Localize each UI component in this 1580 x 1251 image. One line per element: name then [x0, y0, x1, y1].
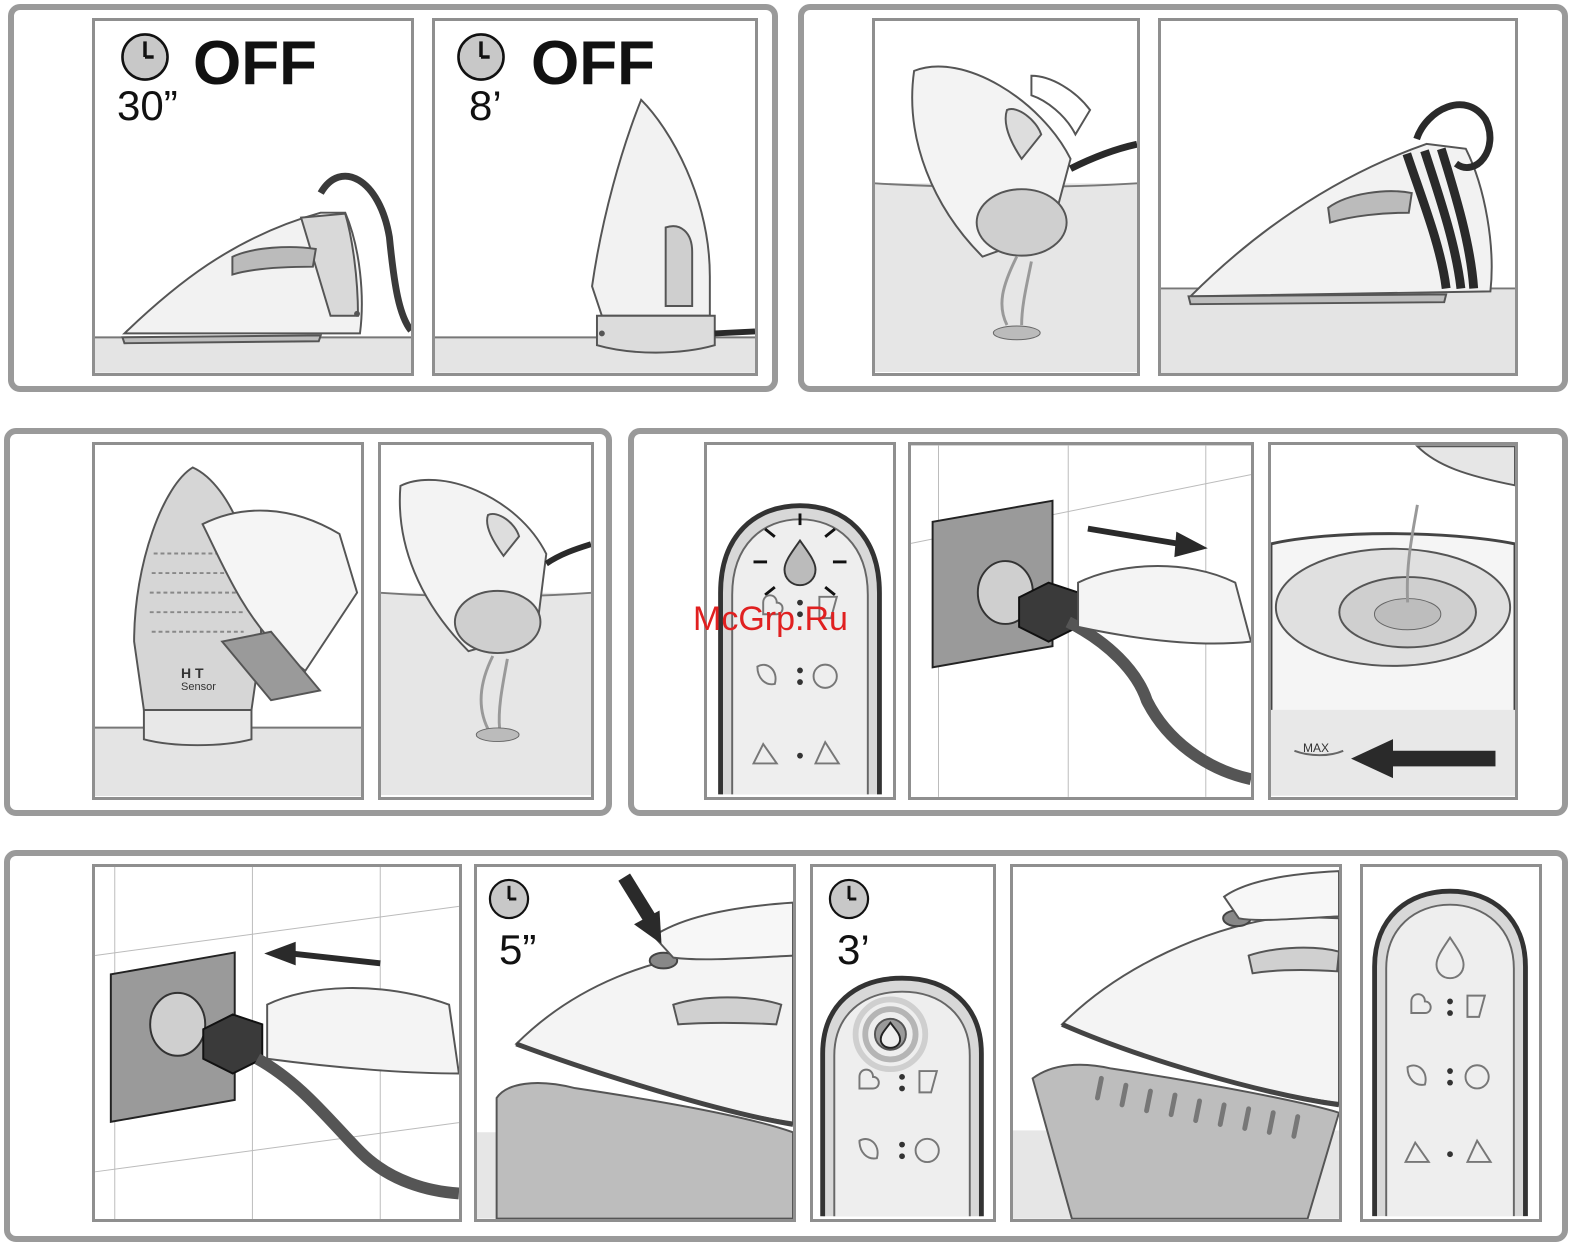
panel-rinse-soleplate: [378, 442, 594, 800]
clock-icon: [827, 877, 871, 921]
duration-label: 3’: [837, 929, 870, 971]
press-arrow-icon: [624, 877, 661, 944]
panel-light-off: [1360, 864, 1542, 1222]
panel-cord-wrapped: [1158, 18, 1518, 376]
cord-storage-illustration: [1161, 21, 1515, 373]
panel-steam-release: [1010, 864, 1342, 1222]
panel-fill-reservoir: MAX: [1268, 442, 1518, 800]
brand-text: Sensor: [181, 681, 216, 693]
emptying-water-illustration: [875, 21, 1137, 373]
panel-press-button-5s: 5”: [474, 864, 796, 1222]
brand-text: H T: [181, 665, 204, 681]
steam-release-illustration: [1013, 867, 1339, 1219]
off-label: OFF: [531, 33, 655, 95]
clock-icon: [119, 31, 171, 83]
off-label: OFF: [193, 33, 317, 95]
max-label: MAX: [1303, 741, 1329, 755]
clock-icon: [455, 31, 507, 83]
rinse-iron-illustration: [381, 445, 591, 797]
control-panel-off-illustration: [1363, 867, 1539, 1219]
watermark-text: McGrp.Ru: [693, 600, 848, 639]
unplug-illustration: [911, 445, 1251, 797]
panel-blinking-3min: 3’: [810, 864, 996, 1222]
duration-label: 30”: [117, 85, 178, 127]
push-arrow-icon: [264, 942, 380, 966]
clock-icon: [487, 877, 531, 921]
panel-empty-tank: [872, 18, 1140, 376]
panel-unplug: [908, 442, 1254, 800]
panel-iron-off-30s: OFF 30”: [92, 18, 414, 376]
panel-plug-in: [92, 864, 462, 1222]
panel-iron-off-8min: OFF 8’: [432, 18, 758, 376]
duration-label: 5”: [499, 929, 536, 971]
pull-arrow-icon: [1088, 529, 1208, 557]
panel-wipe-soleplate: H T Sensor: [92, 442, 364, 800]
plug-in-illustration: [95, 867, 459, 1219]
wipe-soleplate-illustration: [95, 445, 361, 797]
duration-label: 8’: [469, 85, 502, 127]
